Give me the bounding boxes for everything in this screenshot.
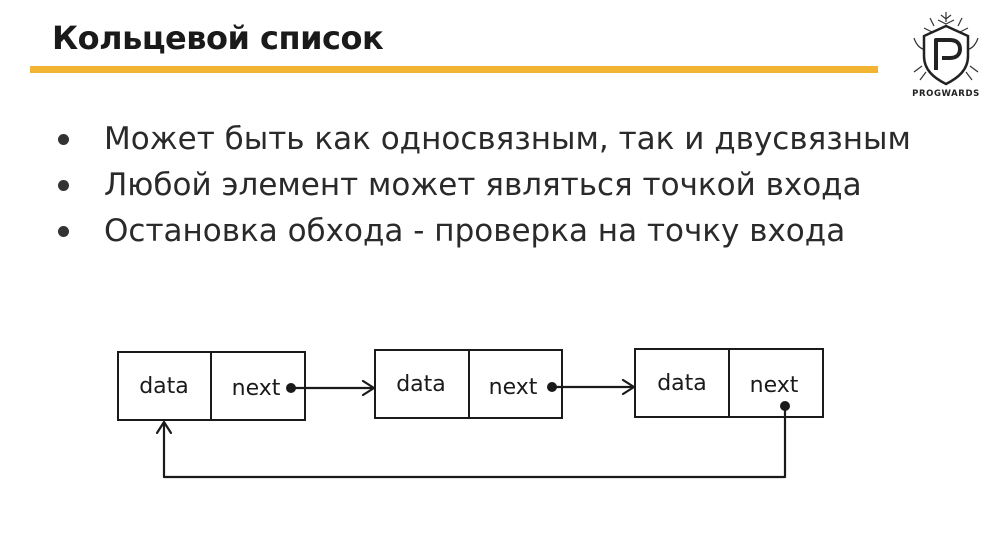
node-3-next-label: next [750, 373, 799, 398]
node-3-data-label: data [657, 371, 707, 396]
arrow-head-node2 [361, 379, 376, 397]
bullet-item: Любой элемент может являться точкой вход… [56, 162, 911, 208]
node-2-data-label: data [396, 372, 446, 397]
bullet-text: Может быть как односвязным, так и двусвя… [104, 121, 911, 157]
title-underline [30, 66, 878, 73]
node-2-next-label: next [489, 375, 538, 400]
progwards-logo: PROGWARDS [912, 12, 980, 99]
return-arrow-node3-to-node1 [162, 404, 787, 479]
node-1-next-label: next [232, 376, 281, 401]
bullet-text: Остановка обхода - проверка на точку вхо… [104, 213, 846, 249]
arrow-head-node1 [155, 420, 173, 435]
node-1-data-label: data [139, 374, 189, 399]
bullet-dot-icon [58, 180, 69, 191]
slide-title: Кольцевой список [52, 19, 384, 57]
bullet-dot-icon [58, 226, 69, 237]
bullet-list: Может быть как односвязным, так и двусвя… [56, 116, 911, 254]
logo-text: PROGWARDS [912, 89, 980, 99]
arrow-head-node3 [621, 378, 636, 396]
bullet-item: Может быть как односвязным, так и двусвя… [56, 116, 911, 162]
bullet-text: Любой элемент может являться точкой вход… [104, 167, 862, 203]
bullet-dot-icon [58, 134, 69, 145]
bullet-item: Остановка обхода - проверка на точку вхо… [56, 208, 911, 254]
